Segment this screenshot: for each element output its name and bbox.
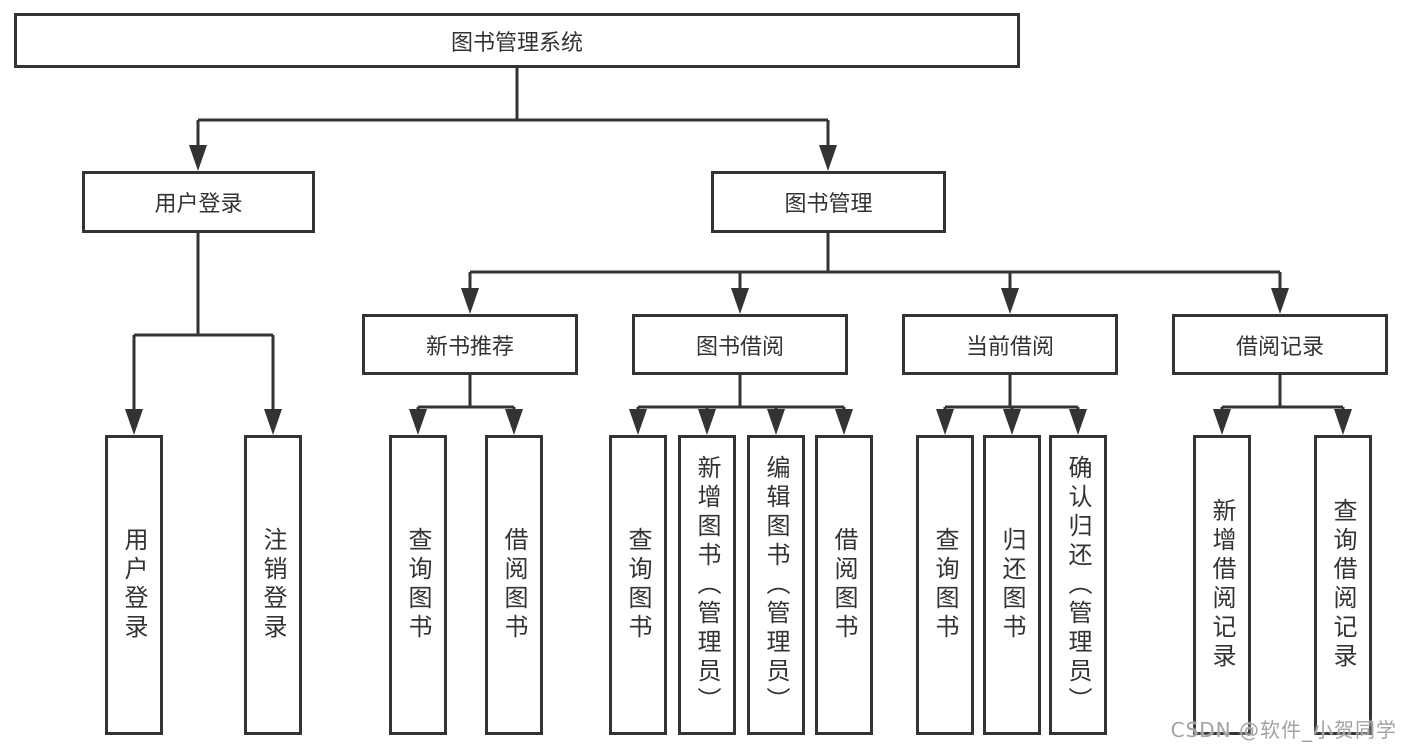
node-label: 查询图书 bbox=[404, 527, 432, 643]
node-label: 归还图书 bbox=[998, 527, 1026, 643]
node-label: 借阅记录 bbox=[1235, 334, 1324, 360]
node-label: 确认归还（管理员） bbox=[1064, 454, 1092, 716]
node-label: 新增借阅记录 bbox=[1208, 498, 1236, 672]
leaf-user-login: 用户登录 bbox=[105, 435, 163, 735]
leaf-query-book-current: 查询图书 bbox=[916, 435, 974, 735]
node-label: 新书推荐 bbox=[425, 334, 514, 360]
leaf-query-borrow-record: 查询借阅记录 bbox=[1314, 435, 1372, 735]
leaf-edit-book-admin: 编辑图书（管理员） bbox=[747, 435, 805, 735]
node-root-system: 图书管理系统 bbox=[14, 13, 1020, 68]
node-label: 编辑图书（管理员） bbox=[762, 454, 790, 716]
leaf-borrow-book-recommend: 借阅图书 bbox=[485, 435, 543, 735]
leaf-query-book-borrowing: 查询图书 bbox=[609, 435, 667, 735]
leaf-return-book: 归还图书 bbox=[983, 435, 1041, 735]
node-label: 查询图书 bbox=[624, 527, 652, 643]
leaf-logout: 注销登录 bbox=[244, 435, 302, 735]
node-label: 查询图书 bbox=[931, 527, 959, 643]
node-label: 图书管理系统 bbox=[450, 30, 583, 56]
node-label: 图书管理 bbox=[784, 192, 873, 217]
node-label: 图书借阅 bbox=[695, 334, 784, 360]
node-label: 用户登录 bbox=[154, 192, 243, 217]
node-label: 借阅图书 bbox=[500, 527, 528, 643]
leaf-borrow-book-borrowing: 借阅图书 bbox=[815, 435, 873, 735]
leaf-add-book-admin: 新增图书（管理员） bbox=[678, 435, 736, 735]
node-book-management: 图书管理 bbox=[711, 171, 946, 233]
node-label: 用户登录 bbox=[120, 527, 148, 643]
node-current-borrowing: 当前借阅 bbox=[902, 314, 1118, 375]
node-new-book-recommend: 新书推荐 bbox=[362, 314, 578, 375]
leaf-add-borrow-record: 新增借阅记录 bbox=[1193, 435, 1251, 735]
node-label: 借阅图书 bbox=[830, 527, 858, 643]
node-borrowing-records: 借阅记录 bbox=[1172, 314, 1388, 375]
leaf-query-book-recommend: 查询图书 bbox=[389, 435, 447, 735]
node-user-login: 用户登录 bbox=[82, 171, 315, 233]
csdn-watermark: CSDN @软件_小贺同学 bbox=[1170, 718, 1397, 742]
node-label: 新增图书（管理员） bbox=[693, 454, 721, 716]
node-book-borrowing: 图书借阅 bbox=[632, 314, 848, 375]
node-label: 当前借阅 bbox=[965, 334, 1054, 360]
node-label: 注销登录 bbox=[259, 527, 287, 643]
leaf-confirm-return-admin: 确认归还（管理员） bbox=[1049, 435, 1107, 735]
node-label: 查询借阅记录 bbox=[1329, 498, 1357, 672]
